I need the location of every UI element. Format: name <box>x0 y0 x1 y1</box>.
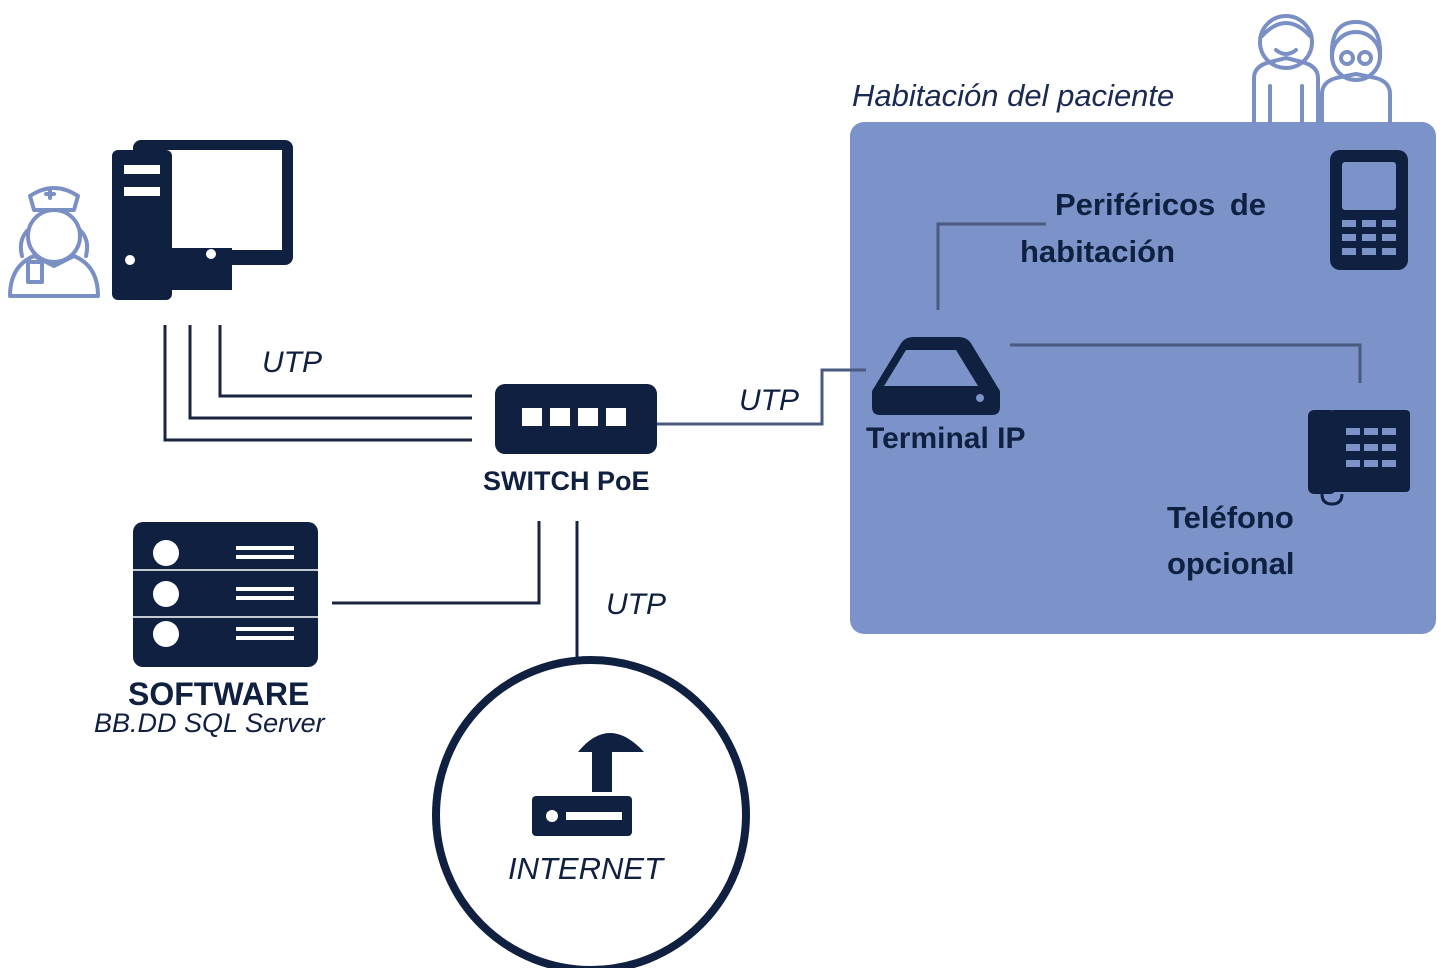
phone-label-line1: Teléfono <box>1167 500 1294 535</box>
peripherals-label-line1: Periféricos de <box>1055 187 1267 222</box>
software-sublabel: BB.DD SQL Server <box>94 708 325 738</box>
switch-icon <box>495 384 657 454</box>
peripherals-label-line2: habitación <box>1020 234 1176 269</box>
connection-lines <box>163 325 579 660</box>
nurse-icon <box>8 186 100 298</box>
internet-label: INTERNET <box>508 851 663 886</box>
desk-phone-icon <box>1308 410 1410 506</box>
mobile-phone-icon <box>1330 150 1408 270</box>
link-label-workstation-switch: UTP <box>262 346 322 379</box>
server-icon <box>133 522 318 667</box>
link-label-switch-terminal: UTP <box>739 384 799 417</box>
switch-label: SWITCH PoE <box>483 466 650 496</box>
patient-room-area <box>850 122 1436 634</box>
link-label-switch-internet: UTP <box>606 588 666 621</box>
internet-cloud <box>432 656 750 968</box>
workstation-icon <box>112 140 293 300</box>
elderly-couple-icon <box>1252 14 1392 124</box>
software-label: SOFTWARE <box>128 676 310 712</box>
room-title: Habitación del paciente <box>852 78 1175 113</box>
room-connection-lines <box>656 222 1362 426</box>
phone-label-line2: opcional <box>1167 546 1295 581</box>
terminal-label: Terminal IP <box>866 422 1026 455</box>
terminal-icon <box>872 337 1000 415</box>
router-icon <box>532 733 644 836</box>
